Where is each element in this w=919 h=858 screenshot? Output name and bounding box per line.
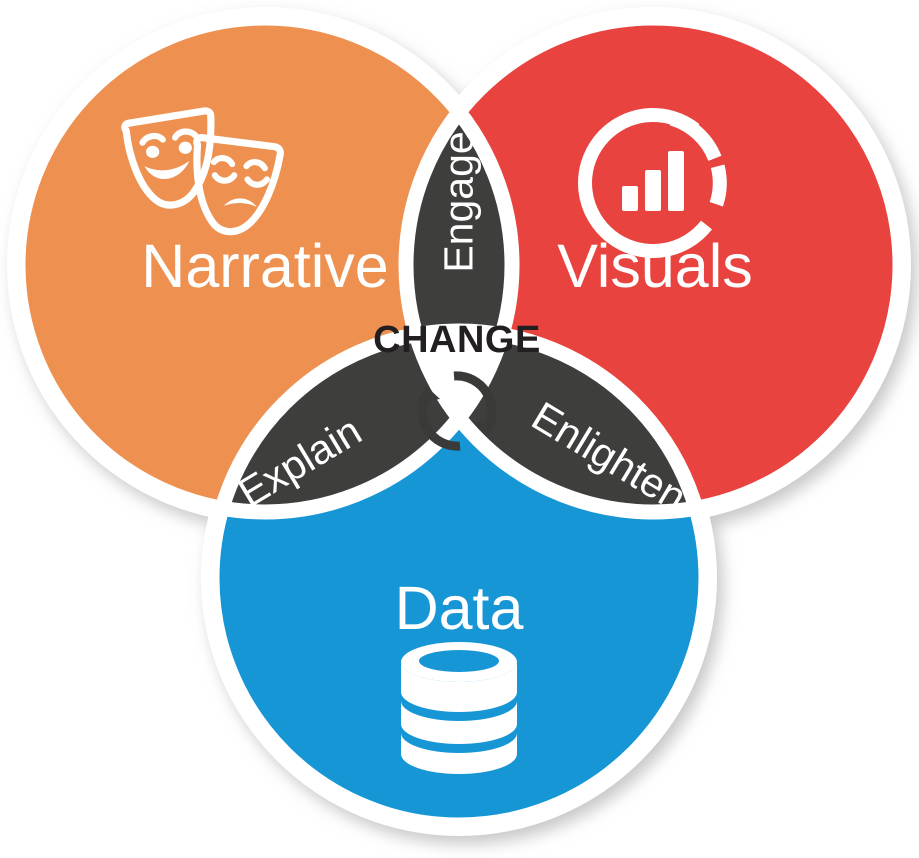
donut-bar-chart-icon [578,108,727,258]
lens-explain[interactable] [212,331,706,825]
theater-masks-icon [121,107,284,236]
refresh-cycle-icon [416,371,498,451]
database-cylinder-icon [401,642,517,774]
venn-separator-rings [10,10,908,833]
venn-intersections [212,18,706,825]
lens-enlighten[interactable] [212,331,706,825]
